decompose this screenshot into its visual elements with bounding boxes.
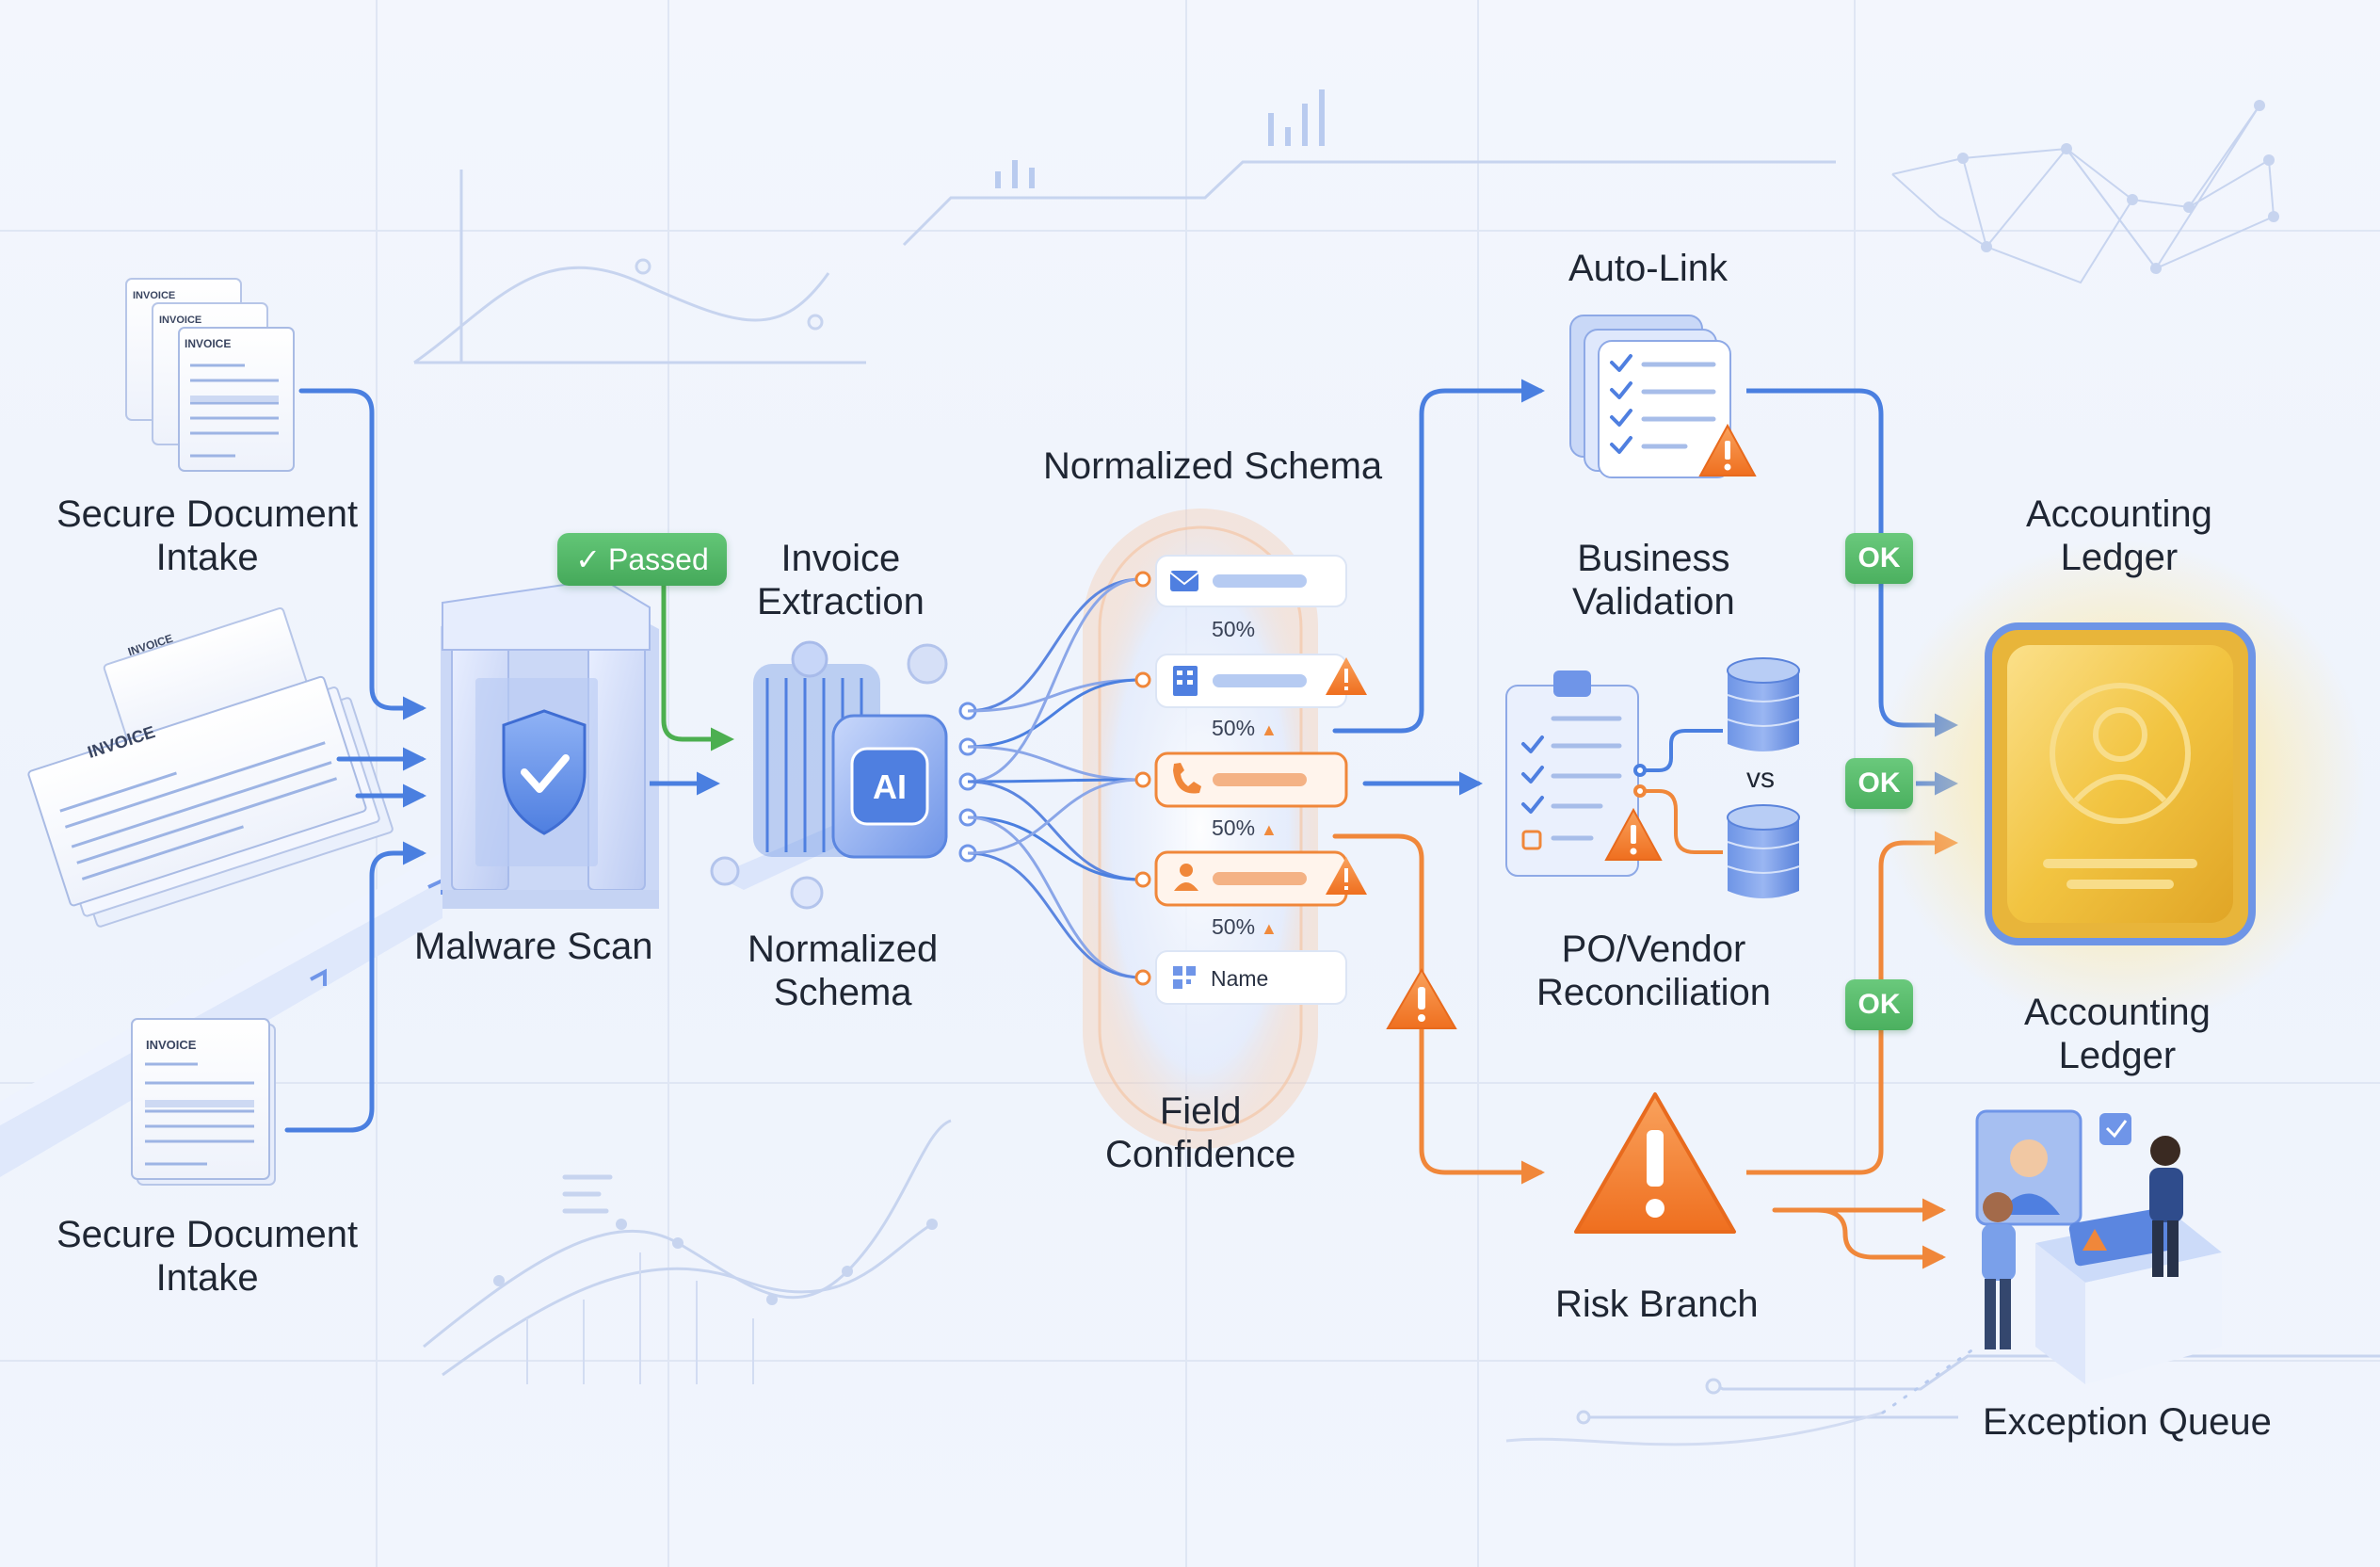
warning-icon [1326,857,1367,895]
mail-icon [1169,571,1199,591]
invoice-stack-top [125,278,295,472]
database-icon [1727,804,1800,898]
team-desk-icon [1975,1109,2222,1384]
warning-icon: ▲ [1261,820,1278,839]
intake-arrows [284,388,426,1133]
risk-to-exception-arrows [1772,1198,1946,1269]
phone-icon [1173,763,1201,794]
person-icon [1174,864,1198,891]
warning-icon: ▲ [1261,720,1278,739]
normalized-schema-top-label: Normalized Schema [1043,445,1383,487]
ledger-user-icon [1985,622,2256,945]
schema-mapping-lines [967,577,1142,979]
field-card-company [1155,654,1347,708]
warning-icon [1698,423,1757,477]
field-card-person [1154,850,1348,907]
field-card-email [1155,555,1347,607]
warning-icon [1386,968,1457,1029]
vs-label: vs [1746,763,1775,794]
ai-chip-label: AI [873,767,907,806]
malware-scan-label: Malware Scan [414,926,653,967]
invoice-title: INVOICE [185,337,232,350]
warning-icon [1326,657,1367,695]
database-icon [1727,657,1800,751]
warning-icon [1604,807,1663,861]
exception-queue-label: Exception Queue [1983,1401,2272,1443]
invoice-title: INVOICE [133,290,176,301]
ai-chip-icon [831,714,948,859]
ok-badge: OK [1845,758,1913,809]
invoice-title: INVOICE [146,1038,197,1052]
confidence-value: 50%▲ [1212,914,1278,939]
confidence-value: 50% [1212,617,1256,641]
ok-badge: OK [1845,533,1913,584]
passed-badge: ✓Passed [557,533,727,586]
confidence-value: 50%▲ [1212,716,1278,740]
invoice-document-bottom [131,1018,276,1186]
clipboard-icon [1505,670,1639,877]
ok-badge: OK [1845,979,1913,1030]
invoice-stack-middle [27,607,394,928]
qr-code-icon [1173,966,1196,989]
shield-check-icon [502,709,587,835]
invoice-title: INVOICE [159,315,202,326]
check-icon: ✓ [575,542,602,576]
reconciliation-links [1633,729,1723,854]
building-icon [1173,666,1198,696]
field-card-phone [1154,751,1348,808]
passed-arrow [661,586,734,751]
warning-icon: ▲ [1261,919,1278,938]
decorative-analytics [413,89,2380,1446]
name-field-label: Name [1211,966,1268,991]
confidence-value: 50%▲ [1212,816,1278,840]
checklist-icon [1569,315,1731,478]
schema-connector-dots [1134,571,1151,986]
risk-warning-icon [1574,1092,1736,1234]
risk-branch-label: Risk Branch [1555,1284,1759,1325]
field-card-name [1155,950,1347,1005]
auto-link-label: Auto-Link [1568,248,1728,289]
